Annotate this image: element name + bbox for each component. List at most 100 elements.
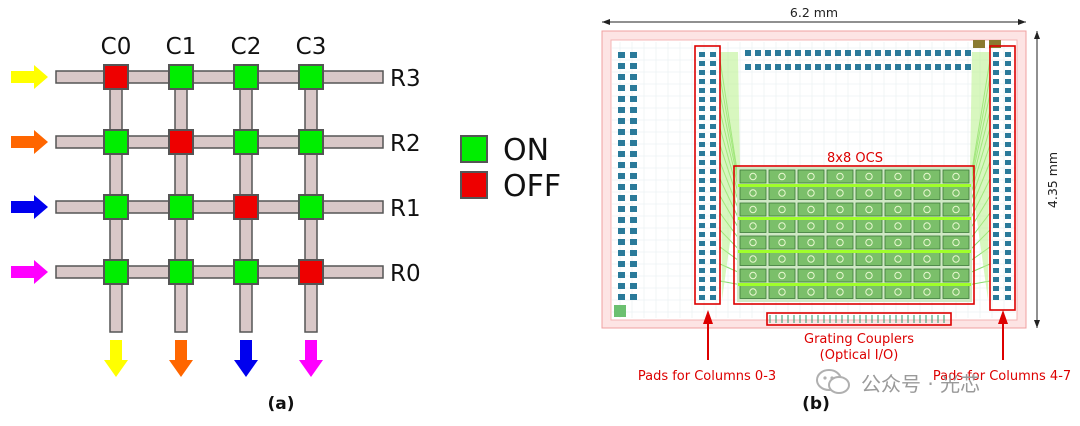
bond-pad (618, 140, 625, 146)
bond-pad (699, 250, 705, 255)
bond-pad (1005, 277, 1011, 282)
ocs-cell (913, 186, 941, 200)
bond-pad (993, 277, 999, 282)
ocs-ring (894, 271, 902, 280)
bond-pad (699, 178, 705, 183)
grating-couplers (769, 315, 945, 323)
bond-pad (865, 64, 871, 70)
bond-pad (618, 52, 625, 58)
bond-pad (699, 241, 705, 246)
bond-pad (618, 162, 625, 168)
bond-pad (630, 294, 637, 300)
watermark: 公众号 · 光芯 (815, 362, 1080, 402)
bond-pad (630, 85, 637, 91)
bond-pad (710, 115, 716, 120)
bond-pad (710, 133, 716, 138)
ocs-ring (836, 189, 844, 197)
bond-pad (993, 205, 999, 210)
output-arrow-C1 (169, 340, 193, 377)
ocs-ring (807, 172, 815, 181)
bond-pad (845, 50, 851, 56)
bond-pad (699, 160, 705, 165)
ocs-ring (778, 238, 786, 247)
bond-pad (835, 64, 841, 70)
corner-mark (614, 305, 626, 317)
bond-pad (710, 205, 716, 210)
bond-pad (710, 295, 716, 300)
height-arrow-bottom (1034, 320, 1040, 328)
bond-pad (895, 50, 901, 56)
bond-pad (699, 187, 705, 192)
bond-pad (618, 129, 625, 135)
ocs-ring (778, 172, 786, 181)
switch-R0-C1 (168, 259, 194, 285)
corner-mark (973, 40, 985, 48)
bond-pad (618, 74, 625, 80)
bond-pad (630, 228, 637, 234)
ocs-cell (884, 186, 912, 200)
bond-pad (993, 142, 999, 147)
bond-pad (1005, 151, 1011, 156)
ocs-cell (855, 169, 883, 184)
switch-R0-C3 (298, 259, 324, 285)
bond-pad (710, 250, 716, 255)
bond-pad (699, 151, 705, 156)
bond-pad (618, 272, 625, 278)
column-label: C1 (166, 34, 197, 60)
ocs-cell (739, 252, 767, 266)
ocs-cell (855, 235, 883, 250)
bond-pad (630, 261, 637, 267)
bond-pad (618, 96, 625, 102)
ocs-ring (807, 255, 815, 263)
bond-pad (630, 250, 637, 256)
bond-pad (965, 50, 971, 56)
legend-label-off: OFF (503, 169, 561, 204)
bond-pad (618, 107, 625, 113)
ocs-cell (913, 285, 941, 299)
bond-pad (618, 206, 625, 212)
ocs-cell (739, 235, 767, 250)
ocs-cell (739, 186, 767, 200)
ocs-ring (836, 288, 844, 296)
ocs-ring (778, 255, 786, 263)
bond-pad (993, 88, 999, 93)
bond-pad (825, 50, 831, 56)
ocs-ring (807, 205, 815, 214)
bond-pad (925, 64, 931, 70)
ocs-ring (894, 189, 902, 197)
ocs-cell (739, 219, 767, 233)
pads-right-box (989, 45, 1016, 311)
bond-pad (630, 173, 637, 179)
bond-pad (699, 124, 705, 129)
ocs-ring (952, 222, 960, 230)
bond-pad (993, 115, 999, 120)
bond-pad (845, 64, 851, 70)
bond-pad (785, 50, 791, 56)
right-fan (970, 52, 990, 300)
bond-pad (710, 106, 716, 111)
ocs-ring (923, 172, 931, 181)
bond-pad (765, 50, 771, 56)
ocs-ring (865, 189, 873, 197)
caption-b: (b) (802, 394, 830, 414)
bond-pad (710, 142, 716, 147)
ocs-ring (865, 288, 873, 296)
bond-pad (993, 133, 999, 138)
ocs-cell (797, 235, 825, 250)
bond-pad (965, 64, 971, 70)
bond-pad (699, 232, 705, 237)
bond-pad (915, 64, 921, 70)
bond-pad (710, 196, 716, 201)
ocs-ring (923, 189, 931, 197)
bond-pad (955, 50, 961, 56)
left-fan (720, 52, 740, 300)
ocs-cell (826, 219, 854, 233)
bond-pad (1005, 205, 1011, 210)
ocs-cell (826, 285, 854, 299)
bond-pad (945, 64, 951, 70)
output-arrow-C3 (299, 340, 323, 377)
bond-pad (630, 195, 637, 201)
ocs-ring (952, 172, 960, 181)
bond-pad (710, 97, 716, 102)
